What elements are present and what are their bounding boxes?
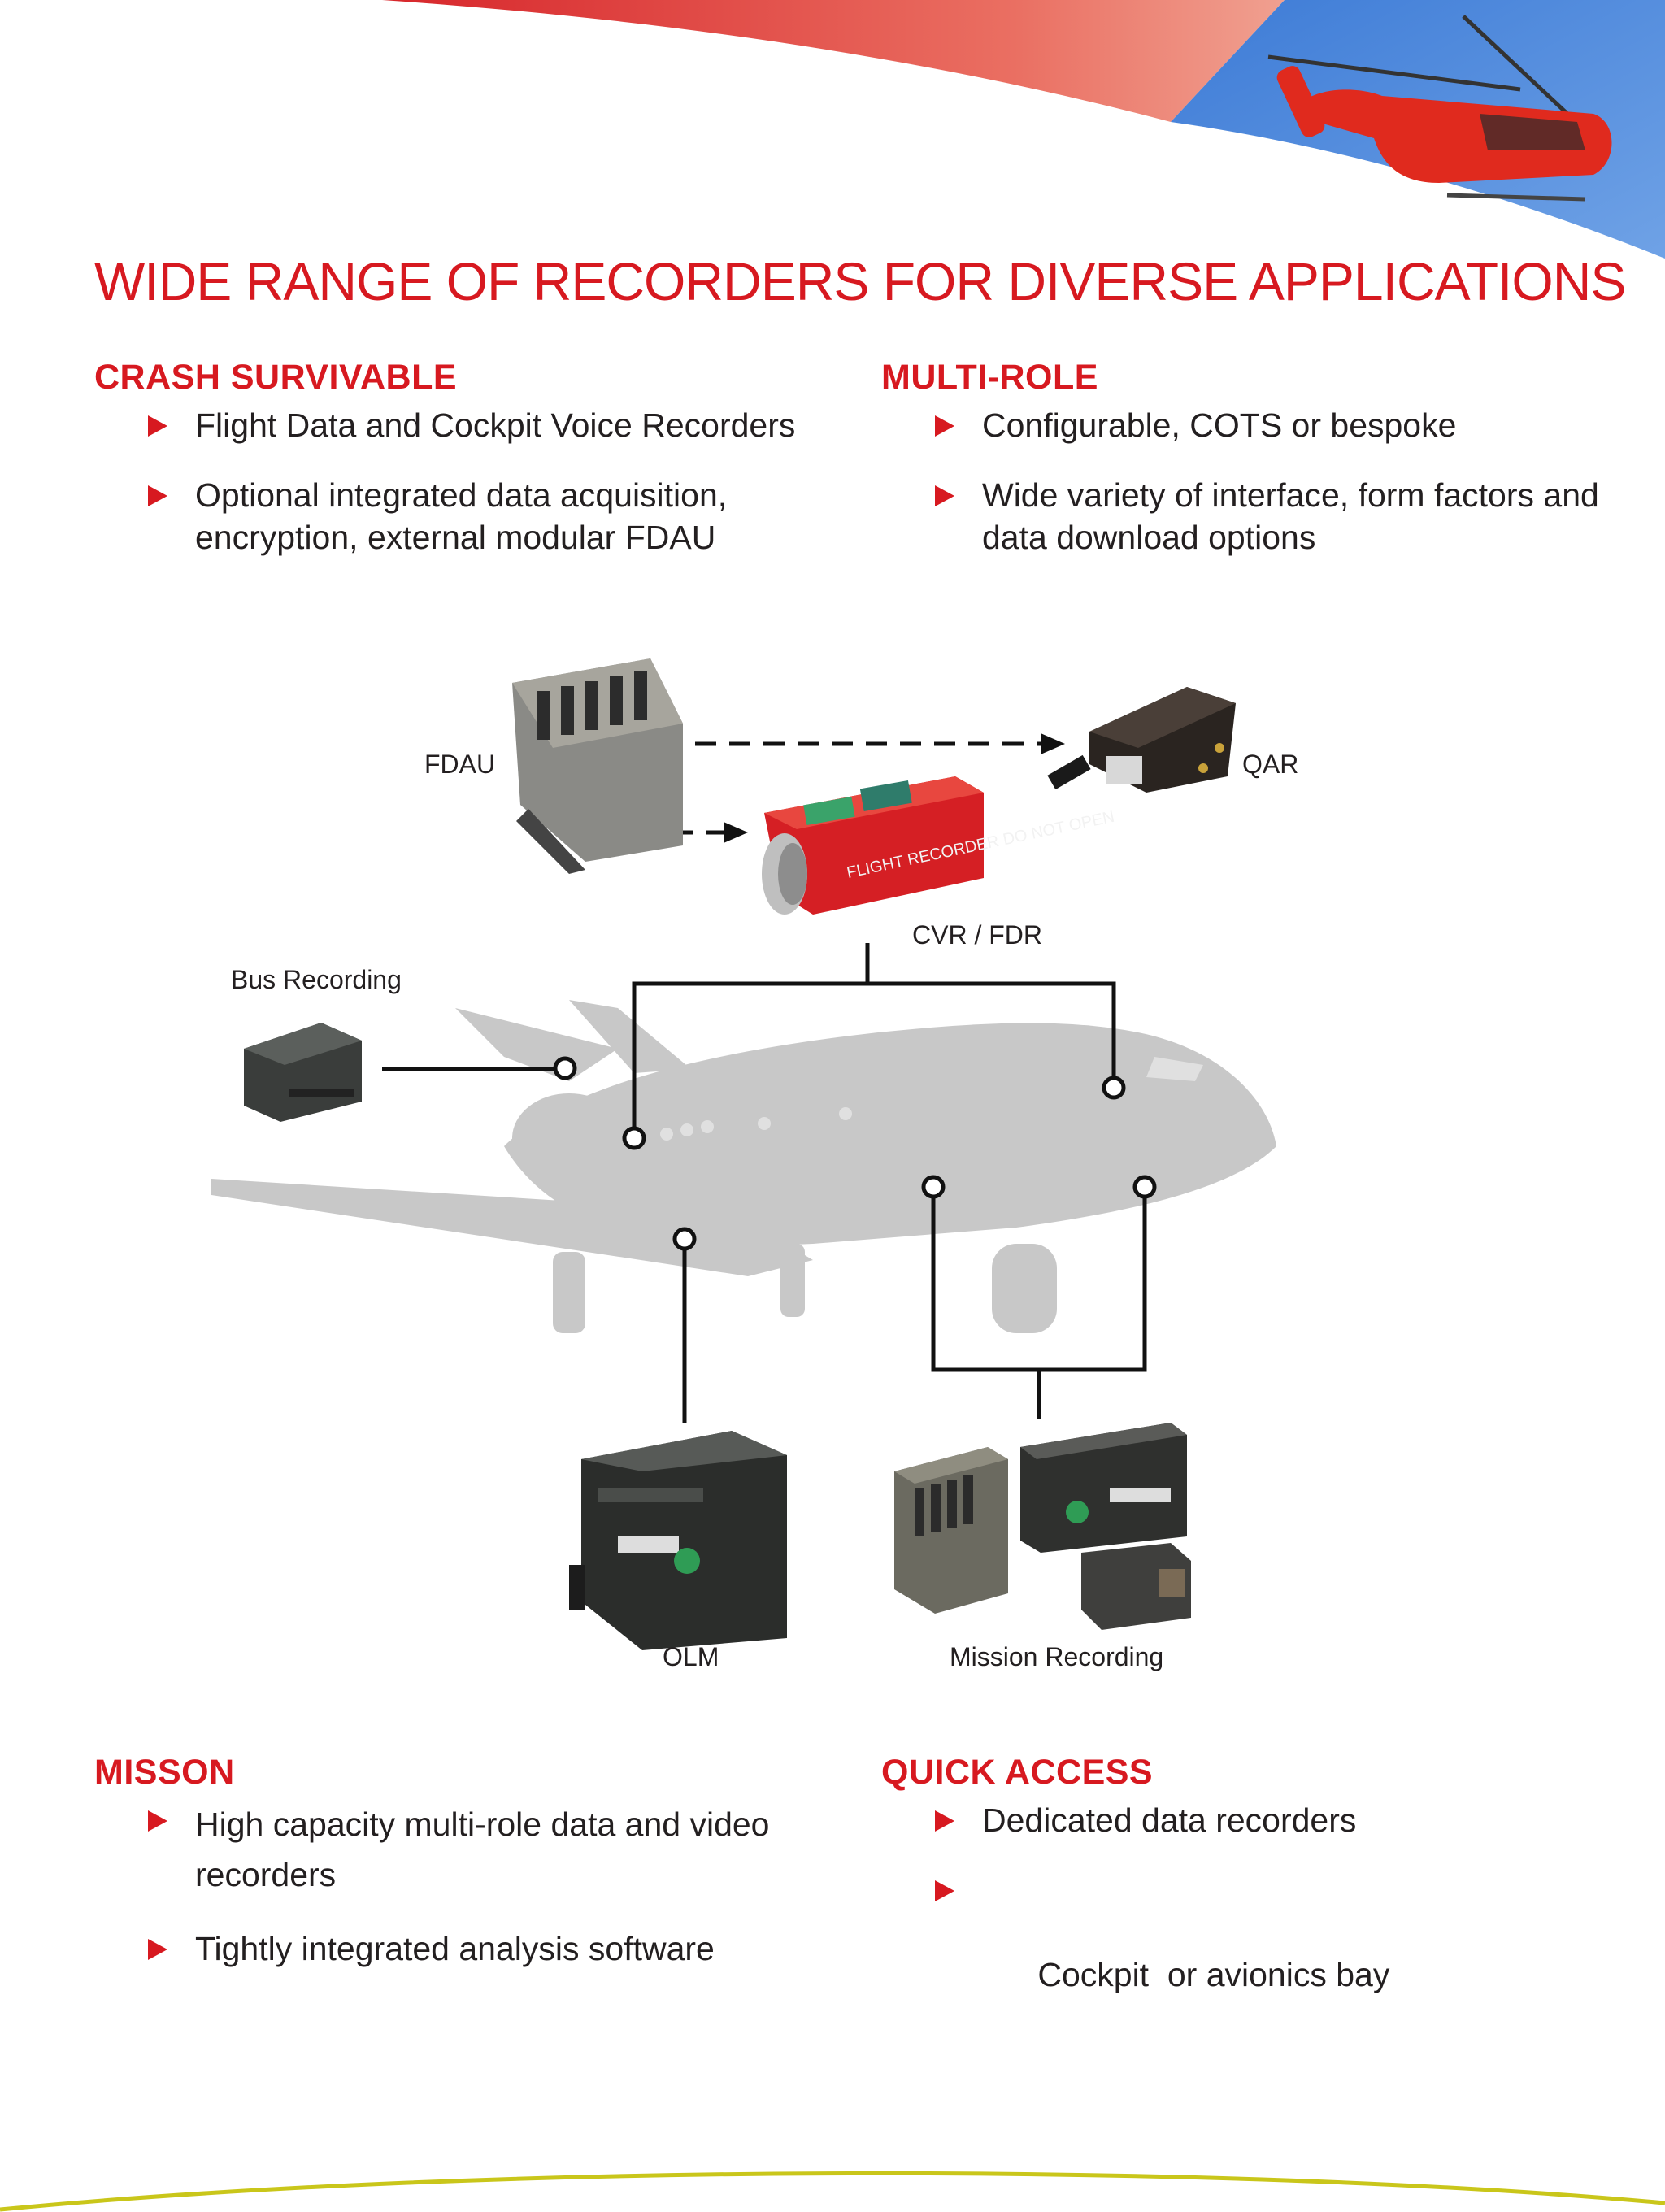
list-item: Cockpit or avionics bay — [881, 1869, 1629, 2038]
bullet-arrow-icon — [935, 1880, 954, 1901]
list-item: Tightly integrated analysis software — [94, 1927, 842, 1970]
list-item: High capacity multi-role data and video … — [94, 1799, 797, 1900]
label-mission-recording: Mission Recording — [950, 1642, 1164, 1671]
bullet-arrow-icon — [935, 485, 954, 506]
red-swoosh — [382, 0, 1285, 122]
label-bus-recording: Bus Recording — [231, 965, 402, 994]
section-heading: MULTI-ROLE — [881, 358, 1098, 397]
cvr-nose-line — [867, 981, 1116, 1088]
connection-points — [553, 1056, 1157, 1251]
bullet-text: Dedicated data recorders — [982, 1801, 1357, 1839]
olm-unit-icon — [569, 1431, 787, 1650]
bullet-arrow-icon — [935, 1810, 954, 1832]
cvr-connector-line — [632, 943, 870, 1136]
bullet-text: Flight Data and Cockpit Voice Recorders — [195, 406, 796, 444]
list-item: Wide variety of interface, form factors … — [881, 474, 1632, 558]
bullet-list: Dedicated data recorders Cockpit or avio… — [881, 1799, 1629, 2038]
diagram-graphics: FLIGHT RECORDER DO NOT OPEN — [211, 658, 1276, 1650]
helicopter-icon — [1267, 15, 1612, 202]
footer-curve — [0, 2171, 1665, 2212]
bullet-arrow-icon — [148, 1939, 167, 1960]
bullet-list: Configurable, COTS or bespoke Wide varie… — [881, 404, 1629, 558]
aircraft-windows — [660, 1057, 1203, 1141]
connector-lines — [382, 943, 1147, 1423]
label-olm: OLM — [663, 1642, 719, 1671]
label-cvr-fdr: CVR / FDR — [912, 920, 1042, 950]
bullet-arrow-icon — [935, 415, 954, 437]
recorder-diagram: FLIGHT RECORDER DO NOT OPEN — [0, 626, 1665, 1707]
qar-arrowhead-icon — [1041, 733, 1065, 754]
bullet-text: Cockpit or avionics bay — [1037, 1956, 1390, 1993]
bullet-text: Configurable, COTS or bespoke — [982, 406, 1457, 444]
section-heading: CRASH SURVIVABLE — [94, 358, 458, 397]
label-qar: QAR — [1242, 750, 1299, 779]
bullet-text: Wide variety of interface, form factors … — [982, 476, 1599, 556]
section-multi-role: MULTI-ROLE Configurable, COTS or bespoke… — [881, 358, 1629, 586]
bullet-text: High capacity multi-role data and video … — [195, 1806, 770, 1893]
list-item: Configurable, COTS or bespoke — [881, 404, 1629, 446]
bullet-list: Flight Data and Cockpit Voice Recorders … — [94, 404, 842, 558]
list-item: Dedicated data recorders — [881, 1799, 1629, 1841]
bullet-list: High capacity multi-role data and video … — [94, 1799, 842, 1970]
bullet-text: Optional integrated data acquisition, en… — [195, 476, 728, 556]
bus-recording-unit-icon — [244, 1023, 362, 1122]
aircraft-silhouette — [211, 1000, 1276, 1333]
header-banner — [382, 0, 1665, 259]
section-heading: QUICK ACCESS — [881, 1753, 1154, 1792]
list-item: Optional integrated data acquisition, en… — [94, 474, 748, 558]
bullet-text: Tightly integrated analysis software — [195, 1930, 715, 1967]
section-heading: MISSON — [94, 1753, 235, 1792]
section-quick-access: QUICK ACCESS Dedicated data recorders Co… — [881, 1753, 1629, 2066]
bullet-arrow-icon — [148, 415, 167, 437]
bullet-arrow-icon — [148, 485, 167, 506]
mission-recording-units-icon — [894, 1423, 1191, 1630]
qar-unit-icon — [1047, 687, 1236, 793]
list-item: Flight Data and Cockpit Voice Recorders — [94, 404, 829, 446]
section-crash-survivable: CRASH SURVIVABLE Flight Data and Cockpit… — [94, 358, 842, 586]
section-mission: MISSON High capacity multi-role data and… — [94, 1753, 842, 1997]
bullet-arrow-icon — [148, 1810, 167, 1832]
cvr-fdr-unit-icon: FLIGHT RECORDER DO NOT OPEN — [762, 776, 1116, 915]
label-fdau: FDAU — [424, 750, 496, 779]
cvr-arrowhead-icon — [724, 822, 748, 843]
page-title: WIDE RANGE OF RECORDERS FOR DIVERSE APPL… — [94, 251, 1626, 311]
fdau-unit-icon — [512, 658, 683, 874]
